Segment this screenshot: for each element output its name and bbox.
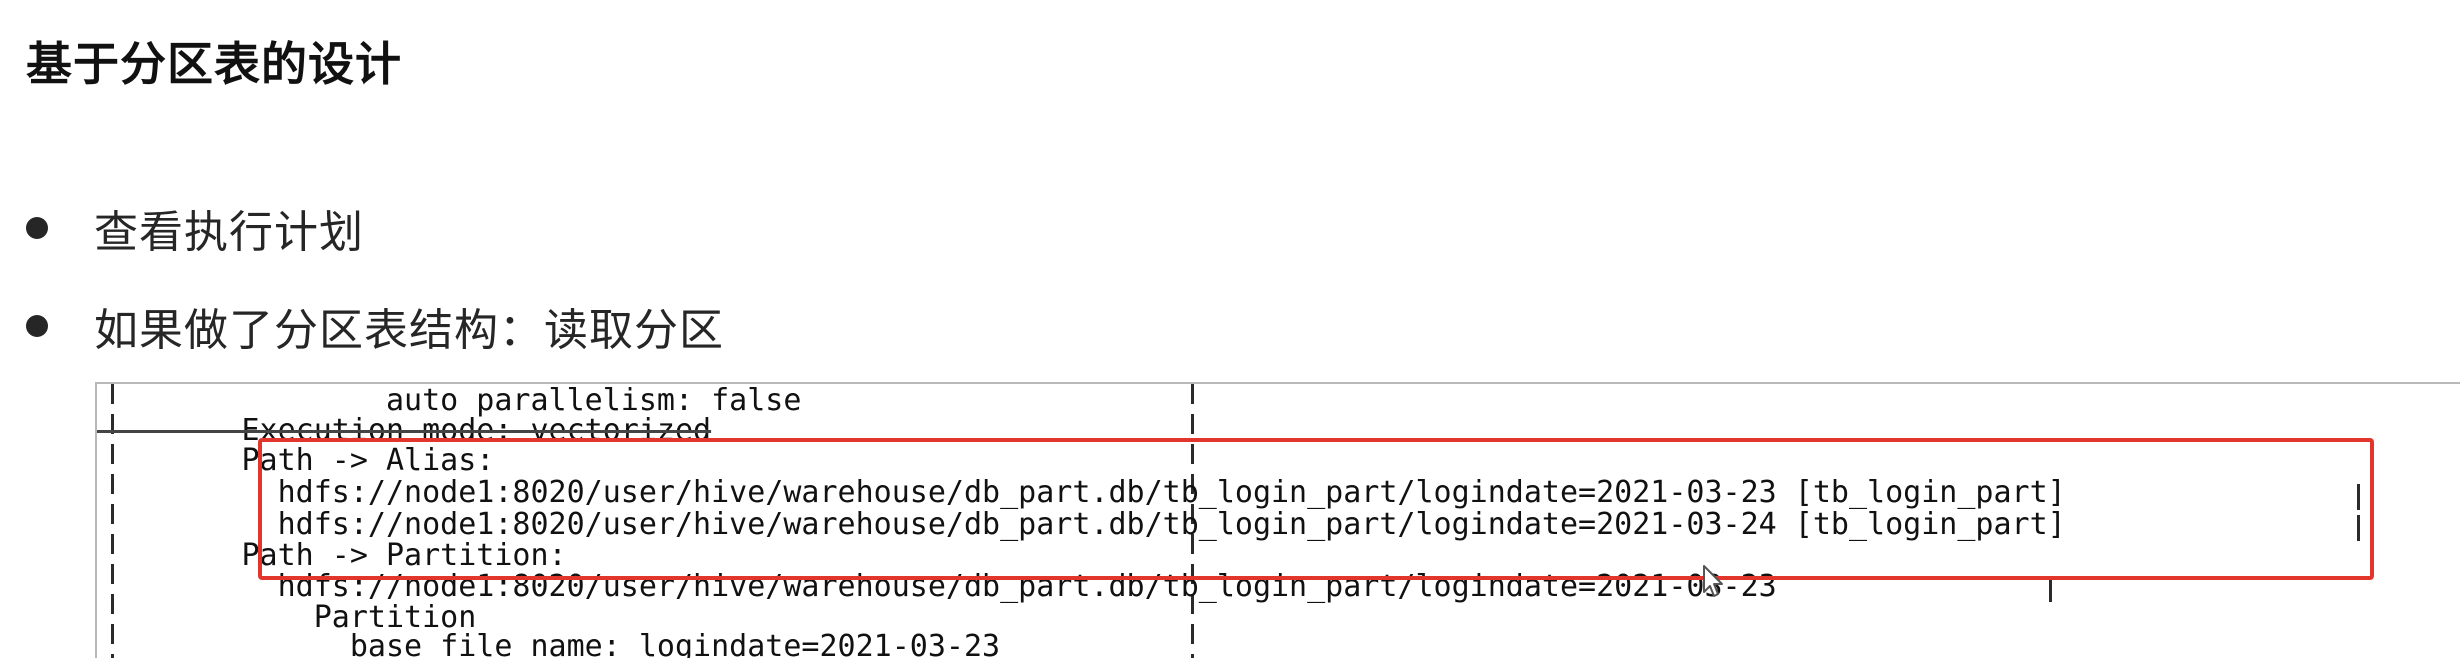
code-line: hdfs://node1:8020/user/hive/warehouse/db… [97, 475, 2066, 510]
bullet-text: 如果做了分区表结构：读取分区 [94, 305, 724, 356]
mouse-pointer-icon [1703, 565, 1723, 597]
table-border-right [2357, 515, 2360, 541]
code-line: hdfs://node1:8020/user/hive/warehouse/db… [97, 569, 1777, 604]
table-border-middle [1191, 384, 1194, 658]
table-border-right [2357, 484, 2360, 510]
bullet-item-1: 查看执行计划 [26, 196, 364, 260]
code-line: Partition [97, 600, 477, 635]
code-line: Path -> Alias: [97, 443, 495, 478]
bullet-item-2: 如果做了分区表结构：读取分区 [26, 294, 724, 358]
bullet-dot-icon [26, 217, 48, 239]
execution-plan-code-block: auto parallelism: false Execution mode: … [95, 382, 2460, 658]
bullet-text: 查看执行计划 [94, 207, 364, 258]
table-border-right [2049, 576, 2052, 602]
table-border-left [111, 384, 114, 658]
code-line: hdfs://node1:8020/user/hive/warehouse/db… [97, 507, 2066, 542]
code-line: Path -> Partition: [97, 538, 567, 573]
code-line: base file name: logindate=2021-03-23 [97, 629, 1001, 658]
page-title: 基于分区表的设计 [26, 37, 402, 91]
code-line: auto parallelism: false [97, 383, 802, 418]
bullet-dot-icon [26, 315, 48, 337]
